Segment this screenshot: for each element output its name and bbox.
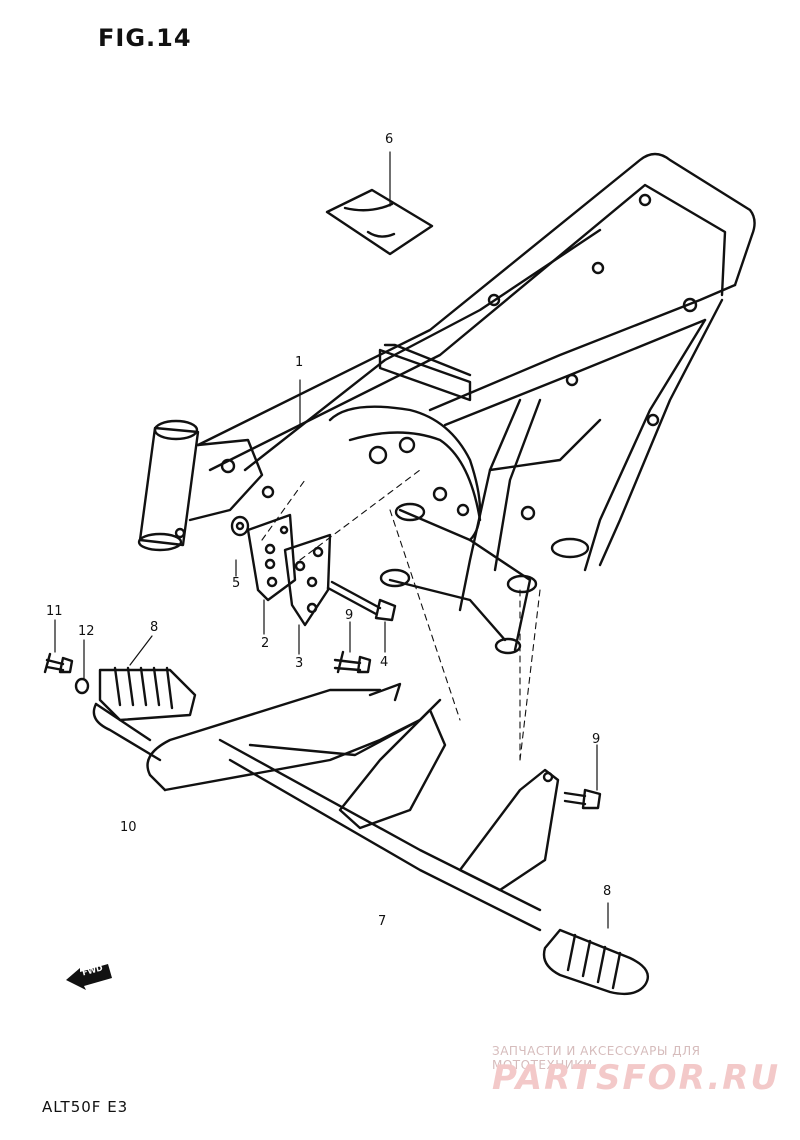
- callout-2: 2: [261, 636, 270, 651]
- callout-5: 5: [232, 576, 241, 591]
- part-9-bolt-right: [563, 788, 602, 810]
- callout-8-left: 8: [150, 620, 159, 635]
- part-1-frame: [137, 152, 756, 655]
- callout-11: 11: [46, 604, 63, 619]
- watermark-tagline: ЗАПЧАСТИ И АКСЕССУАРЫ ДЛЯ МОТОТЕХНИКИ: [492, 1044, 701, 1072]
- callout-3: 3: [295, 656, 304, 671]
- callout-1: 1: [295, 355, 304, 370]
- part-11-bolt: [43, 652, 74, 674]
- callout-10: 10: [120, 820, 137, 835]
- callout-4: 4: [380, 655, 389, 670]
- callout-8-right: 8: [603, 884, 612, 899]
- callout-9-left: 9: [345, 608, 354, 623]
- part-5-collar: [230, 515, 250, 537]
- callout-7: 7: [378, 914, 387, 929]
- part-4-bolt: [326, 580, 397, 622]
- fwd-arrow-icon: [66, 964, 112, 990]
- part-12-washer: [74, 677, 90, 695]
- model-code: ALT50F E3: [42, 1098, 129, 1116]
- callout-9-right: 9: [592, 732, 601, 747]
- callout-12: 12: [78, 624, 95, 639]
- part-6-pad: [325, 188, 434, 256]
- figure-title: FIG.14: [98, 24, 192, 52]
- part-8-footpeg-right: [542, 928, 650, 996]
- part-3-plate: [283, 533, 332, 627]
- part-9-bolt-left: [333, 650, 372, 674]
- part-2-plate: [246, 513, 297, 602]
- watermark-logo: PARTSFOR.RU: [492, 1058, 781, 1098]
- part-8-footpeg-left: [98, 666, 197, 722]
- callout-6: 6: [385, 132, 394, 147]
- part-10-footrest-bar: [92, 682, 560, 932]
